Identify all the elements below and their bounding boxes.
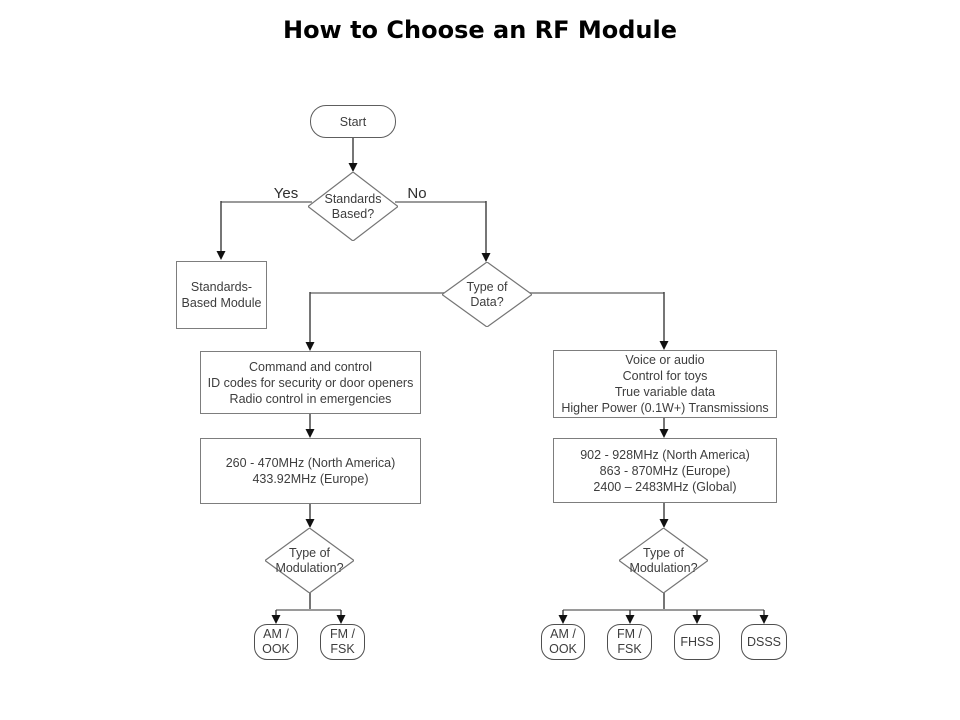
node-decision-type-of-data: Type of Data? [442,262,532,327]
connector-yes-branch [216,201,312,260]
node-fm-fsk-right-label: FM / FSK [617,627,642,656]
node-voice-or-audio: Voice or audio Control for toys True var… [553,350,777,418]
node-start-label: Start [339,114,367,129]
diamond-shape [619,528,708,593]
connector-no-branch [395,201,491,262]
connector-modulation-left-split [271,593,346,624]
arrowhead-down-icon [305,519,315,528]
node-fm-fsk-right: FM / FSK [607,624,652,660]
edge-label-no: No [407,185,427,202]
diamond-shape [442,262,532,327]
arrowhead-down-icon [692,615,702,624]
node-decision-modulation-right: Type of Modulation? [619,528,708,593]
node-fm-fsk-left-label: FM / FSK [330,627,355,656]
arrowhead-down-icon [659,519,669,528]
diamond-shape [308,172,398,241]
node-command-and-control: Command and control ID codes for securit… [200,351,421,414]
node-decision-standards-based: Standards Based? [308,172,398,241]
node-am-ook-left: AM / OOK [254,624,298,660]
node-start: Start [310,105,396,138]
arrowhead-down-icon [271,615,281,624]
node-frequencies-left: 260 - 470MHz (North America) 433.92MHz (… [200,438,421,504]
connector-freq-to-modulation-right [659,503,669,528]
node-frequencies-right: 902 - 928MHz (North America) 863 - 870MH… [553,438,777,503]
node-decision-modulation-left: Type of Modulation? [265,528,354,593]
connector-modulation-right-split [558,593,769,624]
edge-label-yes: Yes [273,185,299,202]
node-decision-type-of-data-label: Type of Data? [466,279,508,309]
node-am-ook-left-label: AM / OOK [262,627,290,656]
node-fm-fsk-left: FM / FSK [320,624,365,660]
arrowhead-down-icon [481,253,491,262]
arrowhead-down-icon [759,615,769,624]
connector-data-left [305,292,444,351]
page-title: How to Choose an RF Module [282,16,678,44]
node-am-ook-right: AM / OOK [541,624,585,660]
connector-start-to-standards [348,138,358,172]
arrowhead-down-icon [558,615,568,624]
connector-voice-to-freq [659,418,669,438]
node-dsss-label: DSSS [746,634,782,649]
connector-command-to-freq [305,414,315,438]
node-fhss: FHSS [674,624,720,660]
arrowhead-down-icon [348,163,358,172]
node-command-and-control-label: Command and control ID codes for securit… [207,359,414,406]
node-decision-modulation-left-label: Type of Modulation? [275,545,344,575]
arrowhead-down-icon [305,342,315,351]
node-decision-standards-based-label: Standards Based? [324,191,382,221]
arrowhead-down-icon [216,251,226,260]
node-standards-based-module: Standards- Based Module [176,261,267,329]
arrowhead-down-icon [305,429,315,438]
node-decision-modulation-right-label: Type of Modulation? [629,545,698,575]
connector-freq-to-modulation-left [305,504,315,528]
node-frequencies-right-label: 902 - 928MHz (North America) 863 - 870MH… [580,447,750,494]
node-frequencies-left-label: 260 - 470MHz (North America) 433.92MHz (… [225,456,396,486]
diamond-shape [265,528,354,593]
arrowhead-down-icon [625,615,635,624]
node-standards-based-module-label: Standards- Based Module [181,280,262,310]
node-fhss-label: FHSS [680,634,714,649]
node-dsss: DSSS [741,624,787,660]
node-am-ook-right-label: AM / OOK [549,627,577,656]
arrowhead-down-icon [659,429,669,438]
connector-data-right [530,292,669,350]
arrowhead-down-icon [336,615,346,624]
node-voice-or-audio-label: Voice or audio Control for toys True var… [561,353,769,415]
arrowhead-down-icon [659,341,669,350]
